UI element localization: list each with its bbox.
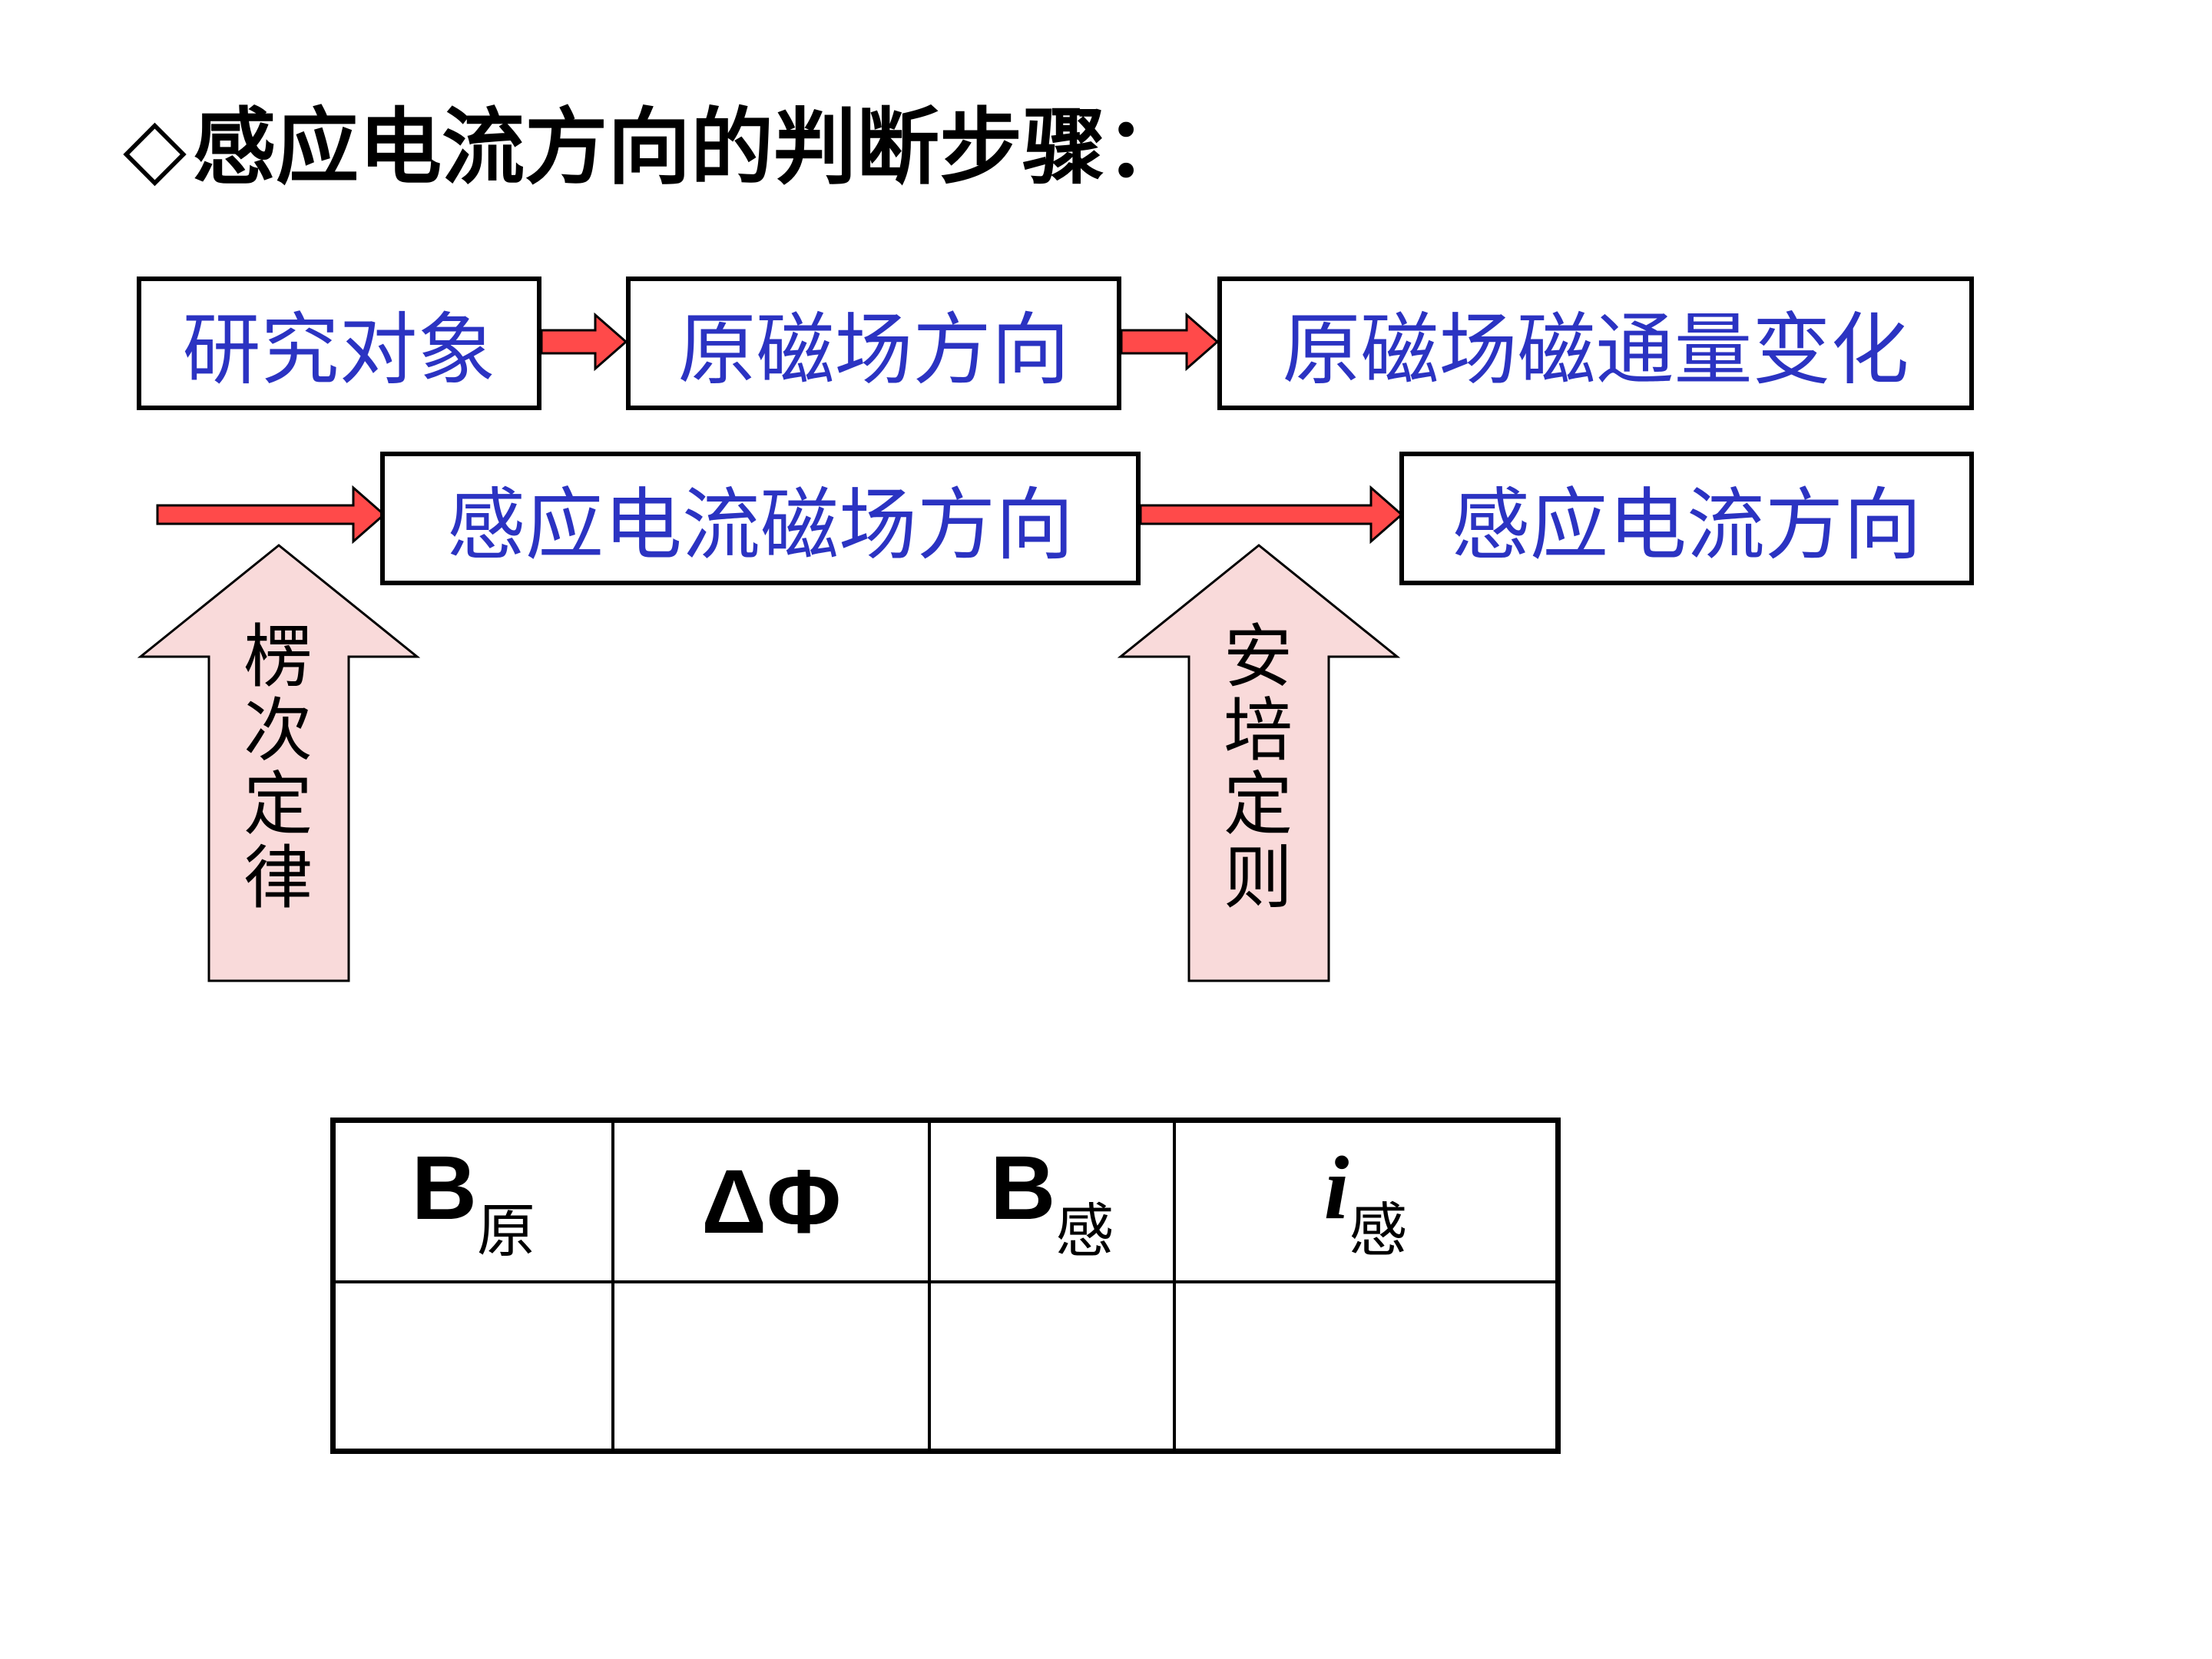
lenz-law-label: 楞次定律 — [243, 617, 313, 919]
header-b-induced: B感 — [928, 1118, 1177, 1283]
arrow-into-induced-field — [156, 485, 386, 545]
diamond-icon: ◇ — [123, 99, 187, 196]
table-cell[interactable] — [928, 1280, 1177, 1453]
table-cell[interactable] — [611, 1280, 932, 1453]
arrow-field-to-flux — [1120, 312, 1220, 372]
flux-change-label: 原磁场磁通量变化 — [1282, 304, 1909, 396]
title-text: 感应电流方向的判断步骤： — [193, 99, 1189, 196]
original-field-direction-label: 原磁场方向 — [677, 304, 1070, 396]
arrow-lenz-law — [137, 544, 421, 982]
induced-current-direction-label: 感应电流方向 — [1452, 479, 1922, 571]
table-cell[interactable] — [331, 1280, 614, 1453]
induced-current-direction-box: 感应电流方向 — [1399, 452, 1974, 585]
table-cell[interactable] — [1173, 1280, 1560, 1453]
page-title: ◇感应电流方向的判断步骤： — [123, 81, 1188, 200]
arrow-induced-field-to-current — [1139, 485, 1404, 545]
original-field-direction-box: 原磁场方向 — [626, 276, 1121, 410]
table-row — [331, 1280, 1560, 1453]
ampere-rule-label: 安培定则 — [1224, 617, 1293, 919]
table-header-row: B原 ΔΦ B感 i感 — [331, 1118, 1560, 1283]
header-delta-phi: ΔΦ — [611, 1118, 932, 1283]
flux-change-box: 原磁场磁通量变化 — [1217, 276, 1974, 410]
arrow-ampere-rule — [1117, 544, 1401, 982]
induced-field-direction-label: 感应电流磁场方向 — [447, 479, 1074, 571]
induced-field-direction-box: 感应电流磁场方向 — [380, 452, 1141, 585]
research-object-box: 研究对象 — [137, 276, 541, 410]
header-b-original: B原 — [331, 1118, 614, 1283]
header-i-induced: i感 — [1173, 1118, 1560, 1283]
analysis-table: B原 ΔΦ B感 i感 — [330, 1118, 1561, 1454]
research-object-label: 研究对象 — [182, 304, 496, 396]
arrow-research-to-field — [540, 312, 628, 372]
